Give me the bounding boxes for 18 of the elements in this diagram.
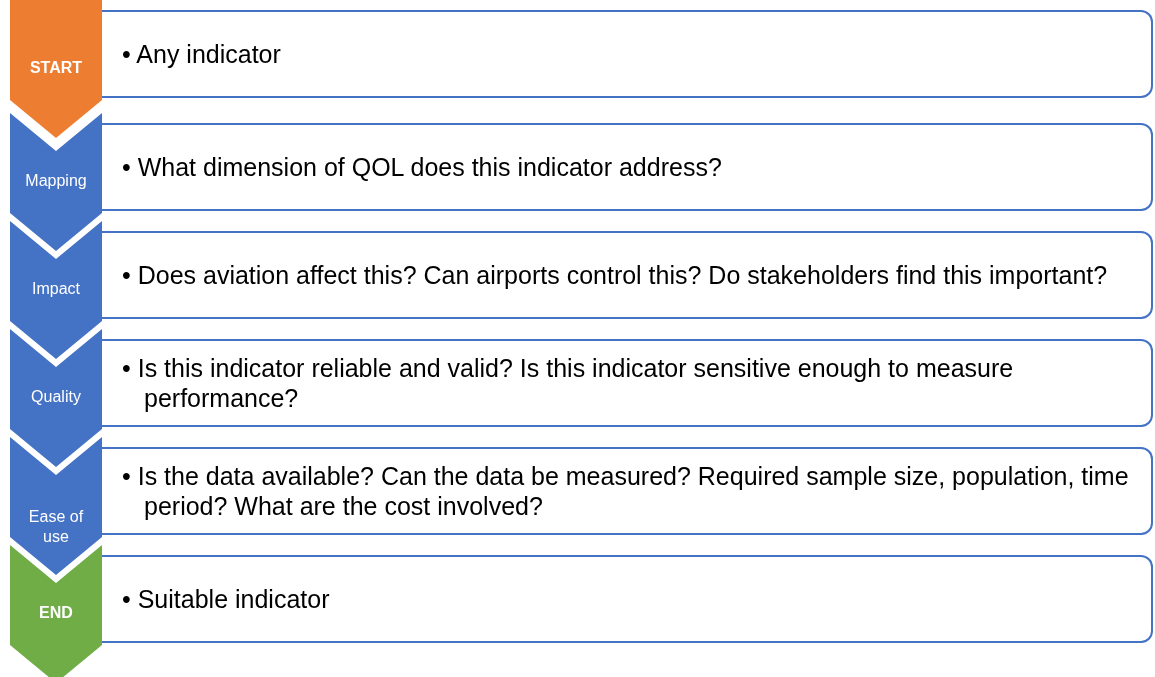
text-panel [102,447,1153,535]
text-panel [102,339,1153,427]
step-label: Ease of use [27,507,85,547]
step-label: START [28,58,84,78]
bullet-text: • What dimension of QOL does this indicator address? [122,152,723,182]
text-panel [102,555,1153,643]
bullet-text: • Is the data available? Can the data be measured? Required sample size, population, time period? What are the cost involved? [122,461,1130,521]
bullet-text: • Does aviation affect this? Can airports control this? Do stakeholders find this important? [122,260,1109,290]
bullet-text: • Any indicator [122,39,282,69]
bullet-text: • Suitable indicator [122,584,331,614]
step-label: Mapping [24,171,88,191]
bullet-text: • Is this indicator reliable and valid? Is this indicator sensitive enough to measure performance? [122,353,1015,413]
step-label: Impact [31,279,81,299]
step-label: Quality [30,387,82,407]
text-panel [102,231,1153,319]
text-panel [102,123,1153,211]
text-panel [102,10,1153,98]
step-label: END [38,603,74,623]
